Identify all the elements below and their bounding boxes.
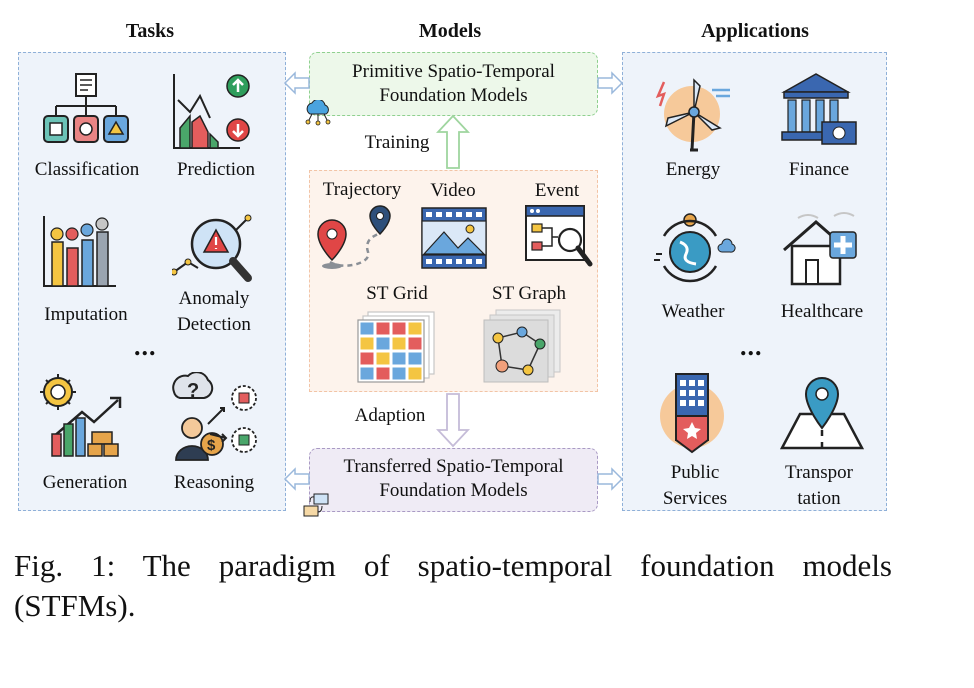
energy-icon: [655, 78, 730, 152]
event-label: Event: [534, 180, 580, 201]
transferred-label-2: Foundation Models: [379, 480, 528, 501]
st-graph-label: ST Graph: [491, 283, 567, 304]
tasks-ellipsis: ...: [134, 332, 157, 361]
public-services-label-1: Public: [670, 462, 720, 483]
generation-icon: [40, 374, 122, 457]
transferred-model-box: Transferred Spatio-Temporal Foundation M…: [309, 448, 598, 512]
reasoning-icon: ? $: [172, 372, 257, 461]
imputation-label: Imputation: [44, 304, 128, 325]
adaption-arrow-down: [436, 393, 470, 448]
weather-label: Weather: [661, 301, 725, 322]
figure-caption: Fig. 1: The paradigm of spatio-temporal …: [14, 546, 892, 626]
event-icon: [525, 205, 593, 267]
transfer-devices-icon: [303, 493, 329, 517]
anomaly-detection-icon: [172, 214, 252, 282]
classification-icon: [43, 73, 129, 143]
adaption-label: Adaption: [354, 405, 426, 426]
video-label: Video: [430, 180, 476, 201]
anomaly-label-1: Anomaly: [178, 288, 250, 309]
energy-label: Energy: [665, 159, 721, 180]
primitive-model-box: Primitive Spatio-Temporal Foundation Mod…: [309, 52, 598, 116]
applications-header: Applications: [701, 20, 809, 42]
anomaly-label-2: Detection: [177, 314, 251, 335]
trajectory-label: Trajectory: [322, 179, 402, 200]
st-grid-icon: [357, 311, 435, 383]
transferred-label-1: Transferred Spatio-Temporal: [343, 456, 564, 477]
primitive-label-2: Foundation Models: [379, 85, 528, 106]
right-arrow-bottom: [597, 467, 624, 491]
weather-icon: [654, 213, 736, 283]
video-icon: [421, 207, 487, 269]
caption-line-1: Fig. 1: The paradigm of spatio-temporal …: [14, 548, 892, 583]
reasoning-label: Reasoning: [173, 472, 255, 493]
transportation-label-2: tation: [797, 488, 841, 509]
classification-label: Classification: [34, 159, 140, 180]
cloud-network-icon: [305, 100, 331, 126]
public-services-icon: [660, 373, 724, 454]
applications-ellipsis: ...: [740, 332, 763, 361]
transportation-label-1: Transpor: [785, 462, 853, 483]
trajectory-icon: [317, 205, 391, 269]
st-grid-label: ST Grid: [366, 283, 428, 304]
imputation-icon: [43, 216, 116, 287]
healthcare-label: Healthcare: [780, 301, 864, 322]
finance-label: Finance: [788, 159, 850, 180]
left-arrow-bottom: [283, 467, 310, 491]
prediction-icon: [173, 74, 250, 149]
svg-text:$: $: [207, 437, 216, 454]
left-arrow-top: [283, 71, 310, 95]
svg-text:?: ?: [187, 380, 199, 402]
healthcare-icon: [783, 212, 857, 286]
prediction-label: Prediction: [176, 159, 256, 180]
training-arrow-up: [436, 114, 470, 169]
right-arrow-top: [597, 71, 624, 95]
public-services-label-2: Services: [662, 488, 728, 509]
caption-line-2: (STFMs).: [14, 588, 136, 623]
st-graph-icon: [483, 309, 561, 383]
generation-label: Generation: [42, 472, 128, 493]
primitive-label-1: Primitive Spatio-Temporal: [352, 61, 555, 82]
transportation-icon: [779, 377, 865, 450]
training-label: Training: [364, 132, 430, 153]
models-header: Models: [418, 20, 482, 42]
tasks-header: Tasks: [125, 20, 175, 42]
finance-icon: [781, 73, 857, 145]
